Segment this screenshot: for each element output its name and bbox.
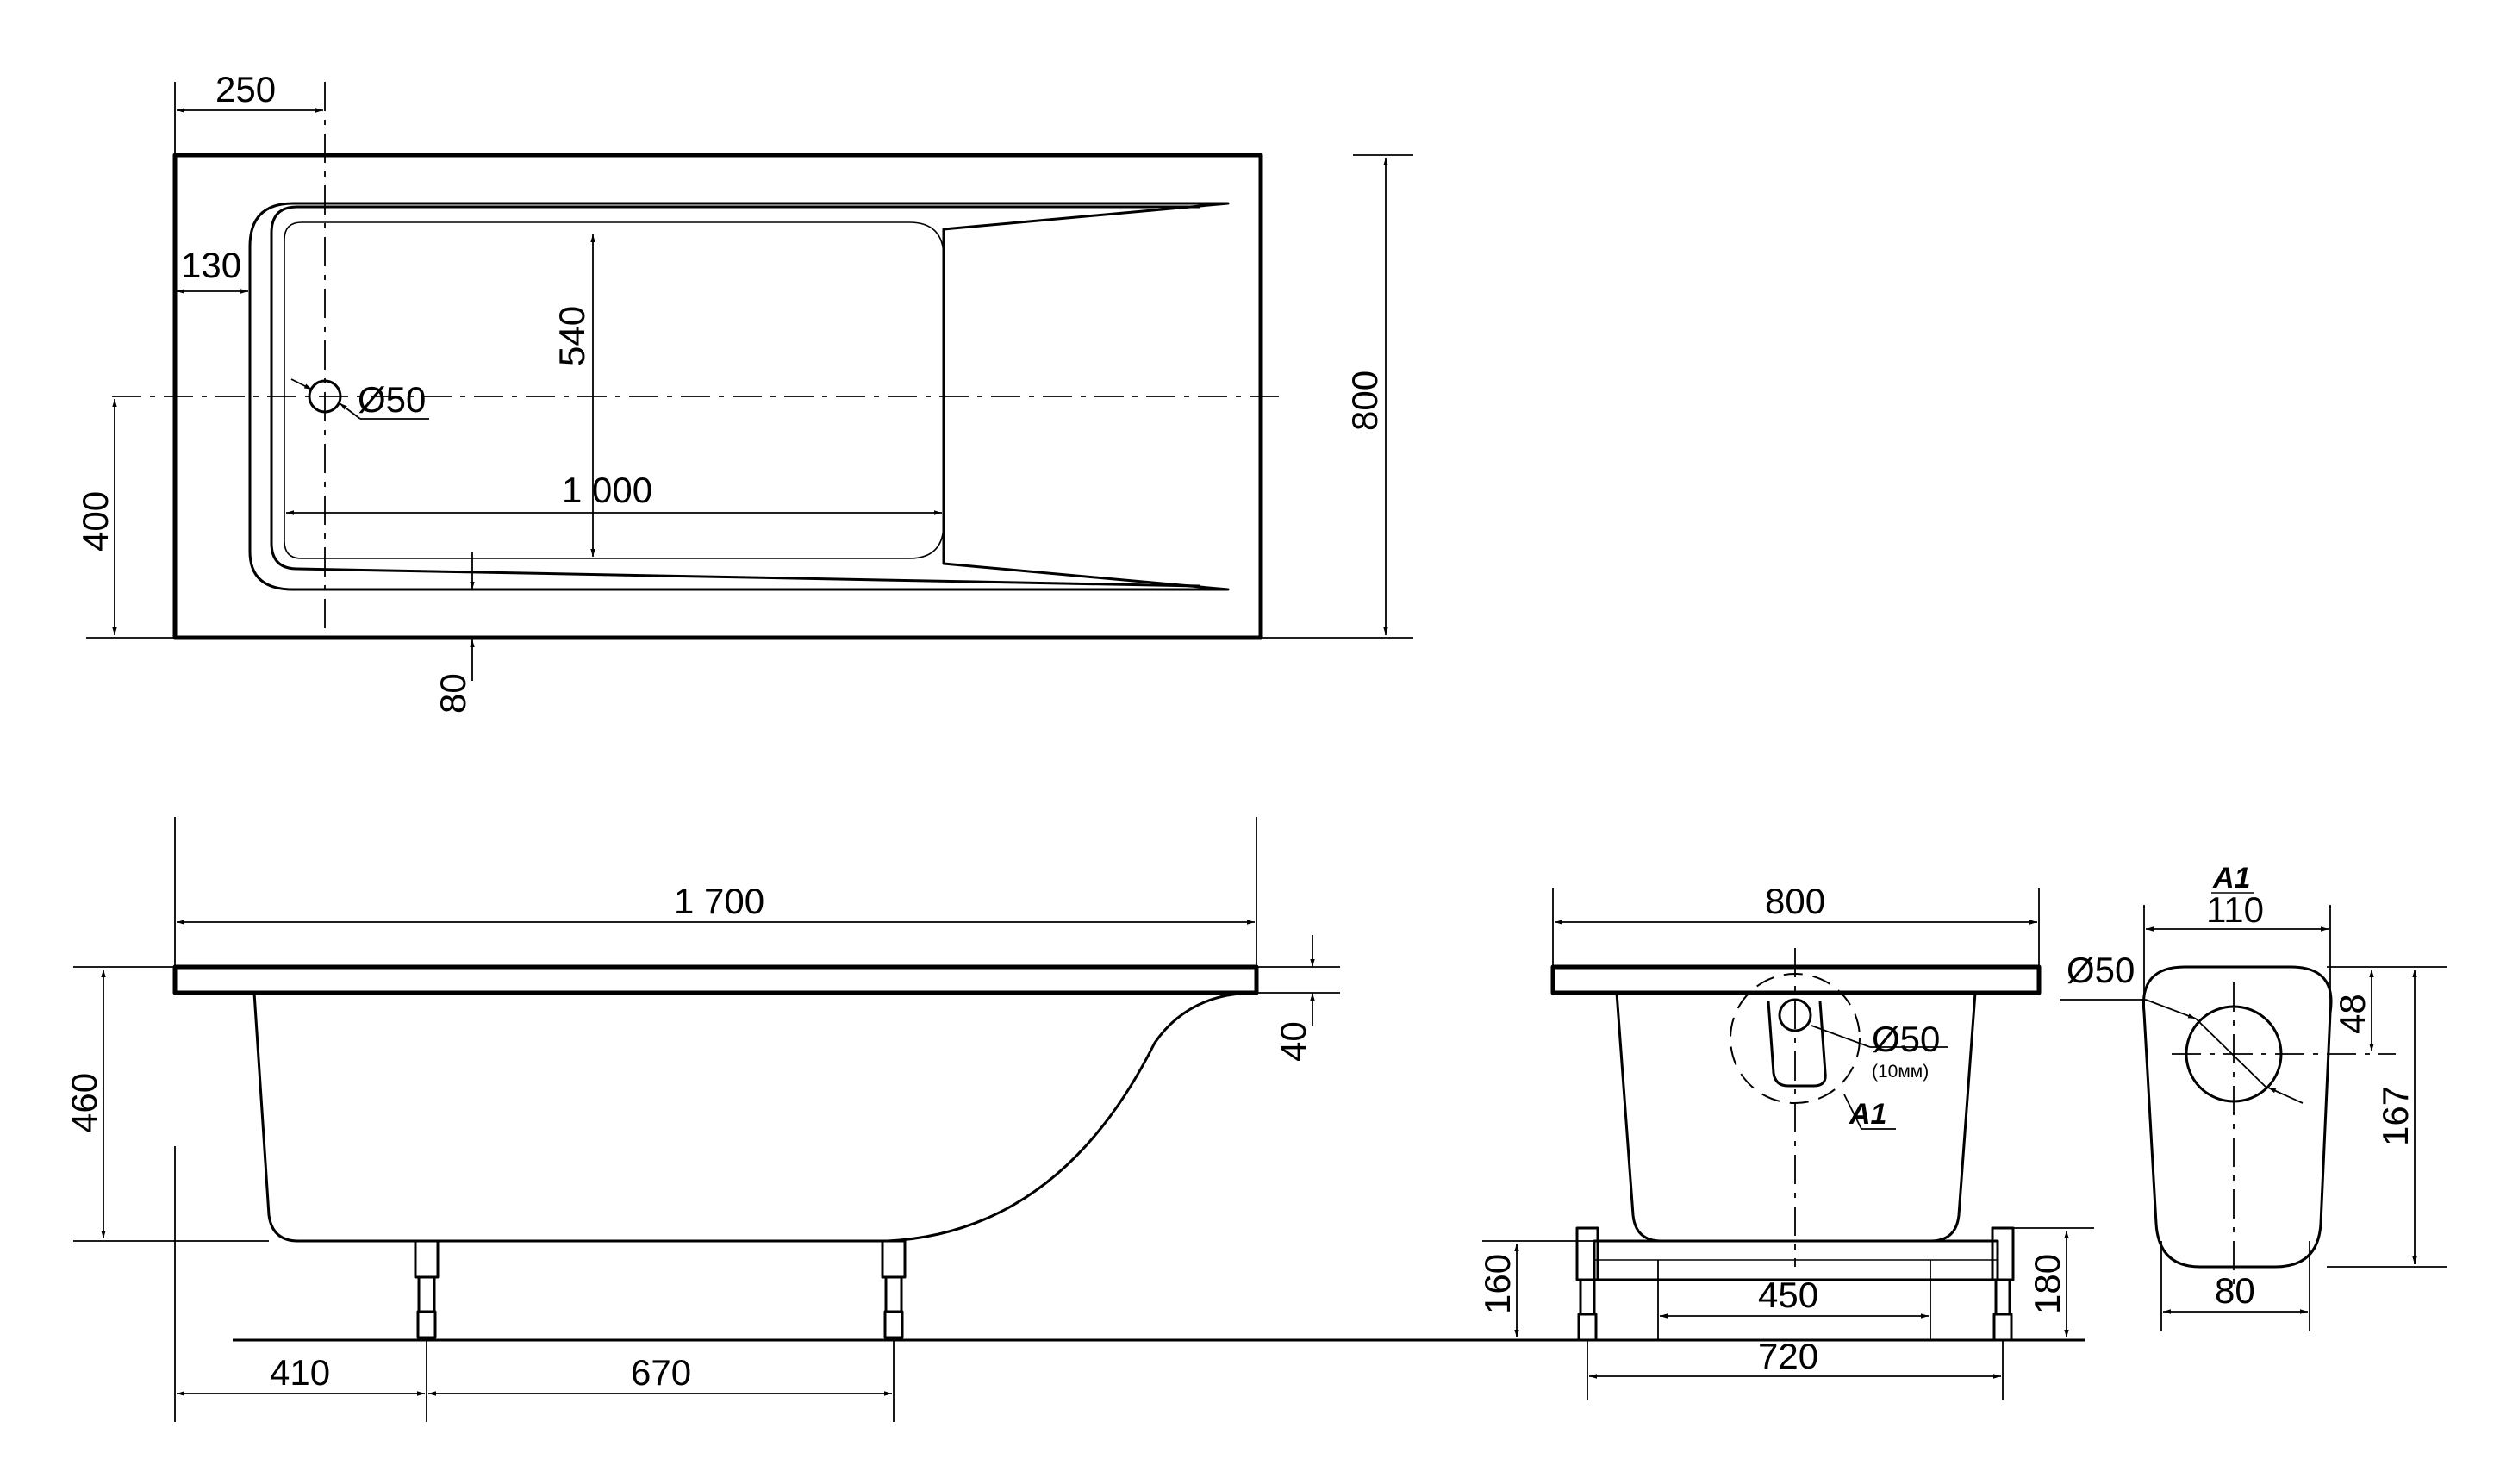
callout-leader [1843,1094,1862,1130]
detail-a1-dia-leader [2145,999,2197,1019]
dim-180-label: 180 [2027,1254,2067,1314]
detail-a1-dia-leader-2 [2267,1087,2304,1104]
detail-a1-dia-label: Ø50 [2067,950,2135,990]
dim-160-label: 160 [1477,1254,1518,1314]
end-leg-right [1991,1226,2015,1342]
top-drain-dia-label: Ø50 [358,379,426,420]
dim-80-label: 80 [433,673,473,714]
drain-leader [290,378,313,390]
dim-110-label: 110 [2206,889,2264,930]
dim-167-label: 167 [2375,1086,2416,1146]
dim-48-label: 48 [2332,994,2372,1034]
dim-800-top-label: 800 [1344,371,1385,431]
dim-130-label: 130 [181,245,241,285]
side-view: 1 700 460 40 410 670 [64,817,2085,1422]
side-rim [172,964,1259,995]
dim-40-label: 40 [1273,1021,1313,1062]
dim-460-label: 460 [64,1073,104,1133]
dim-80-a1-label: 80 [2215,1270,2255,1311]
side-leg-left [414,1239,440,1339]
detail-a1-overflow-shape [2142,965,2333,1269]
side-body [252,991,1257,1243]
end-leg-left [1575,1226,1599,1342]
drain-leader-2 [339,402,361,420]
top-view: Ø50 250 130 540 1 000 80 400 800 [75,69,1413,714]
dim-540-label: 540 [552,306,592,366]
side-leg-right [881,1239,907,1339]
detail-a1-dia-line [2195,1018,2267,1088]
bowl-outer-contour [248,202,1230,591]
end-drain-overflow [1767,1001,1827,1088]
dim-800-end-label: 800 [1765,881,1825,921]
detail-a1: A1 Ø50 110 48 167 80 [2060,862,2447,1331]
end-drain-leader [1811,1025,1871,1048]
drain-circle-top [308,379,342,414]
bowl-bottom-contour [284,221,945,559]
dim-670-label: 670 [631,1352,691,1393]
dim-1700-label: 1 700 [674,881,764,921]
end-drain-note: (10мм) [1872,1062,1929,1082]
dim-400-label: 400 [75,491,115,552]
dim-250-label: 250 [215,69,276,109]
end-view: A1 Ø50 (10мм) 800 450 72 [1477,881,2094,1400]
detail-a1-title: A1 [2212,862,2250,895]
end-rim [1550,964,2042,995]
bowl-inner-contour [270,205,1200,588]
dim-1000-label: 1 000 [562,470,652,510]
dim-410-label: 410 [270,1352,330,1393]
callout-a1-label: A1 [1849,1098,1886,1131]
dim-720-label: 720 [1758,1336,1818,1376]
end-drain-dia-label: Ø50 [1872,1019,1940,1059]
dim-450-label: 450 [1758,1275,1818,1315]
